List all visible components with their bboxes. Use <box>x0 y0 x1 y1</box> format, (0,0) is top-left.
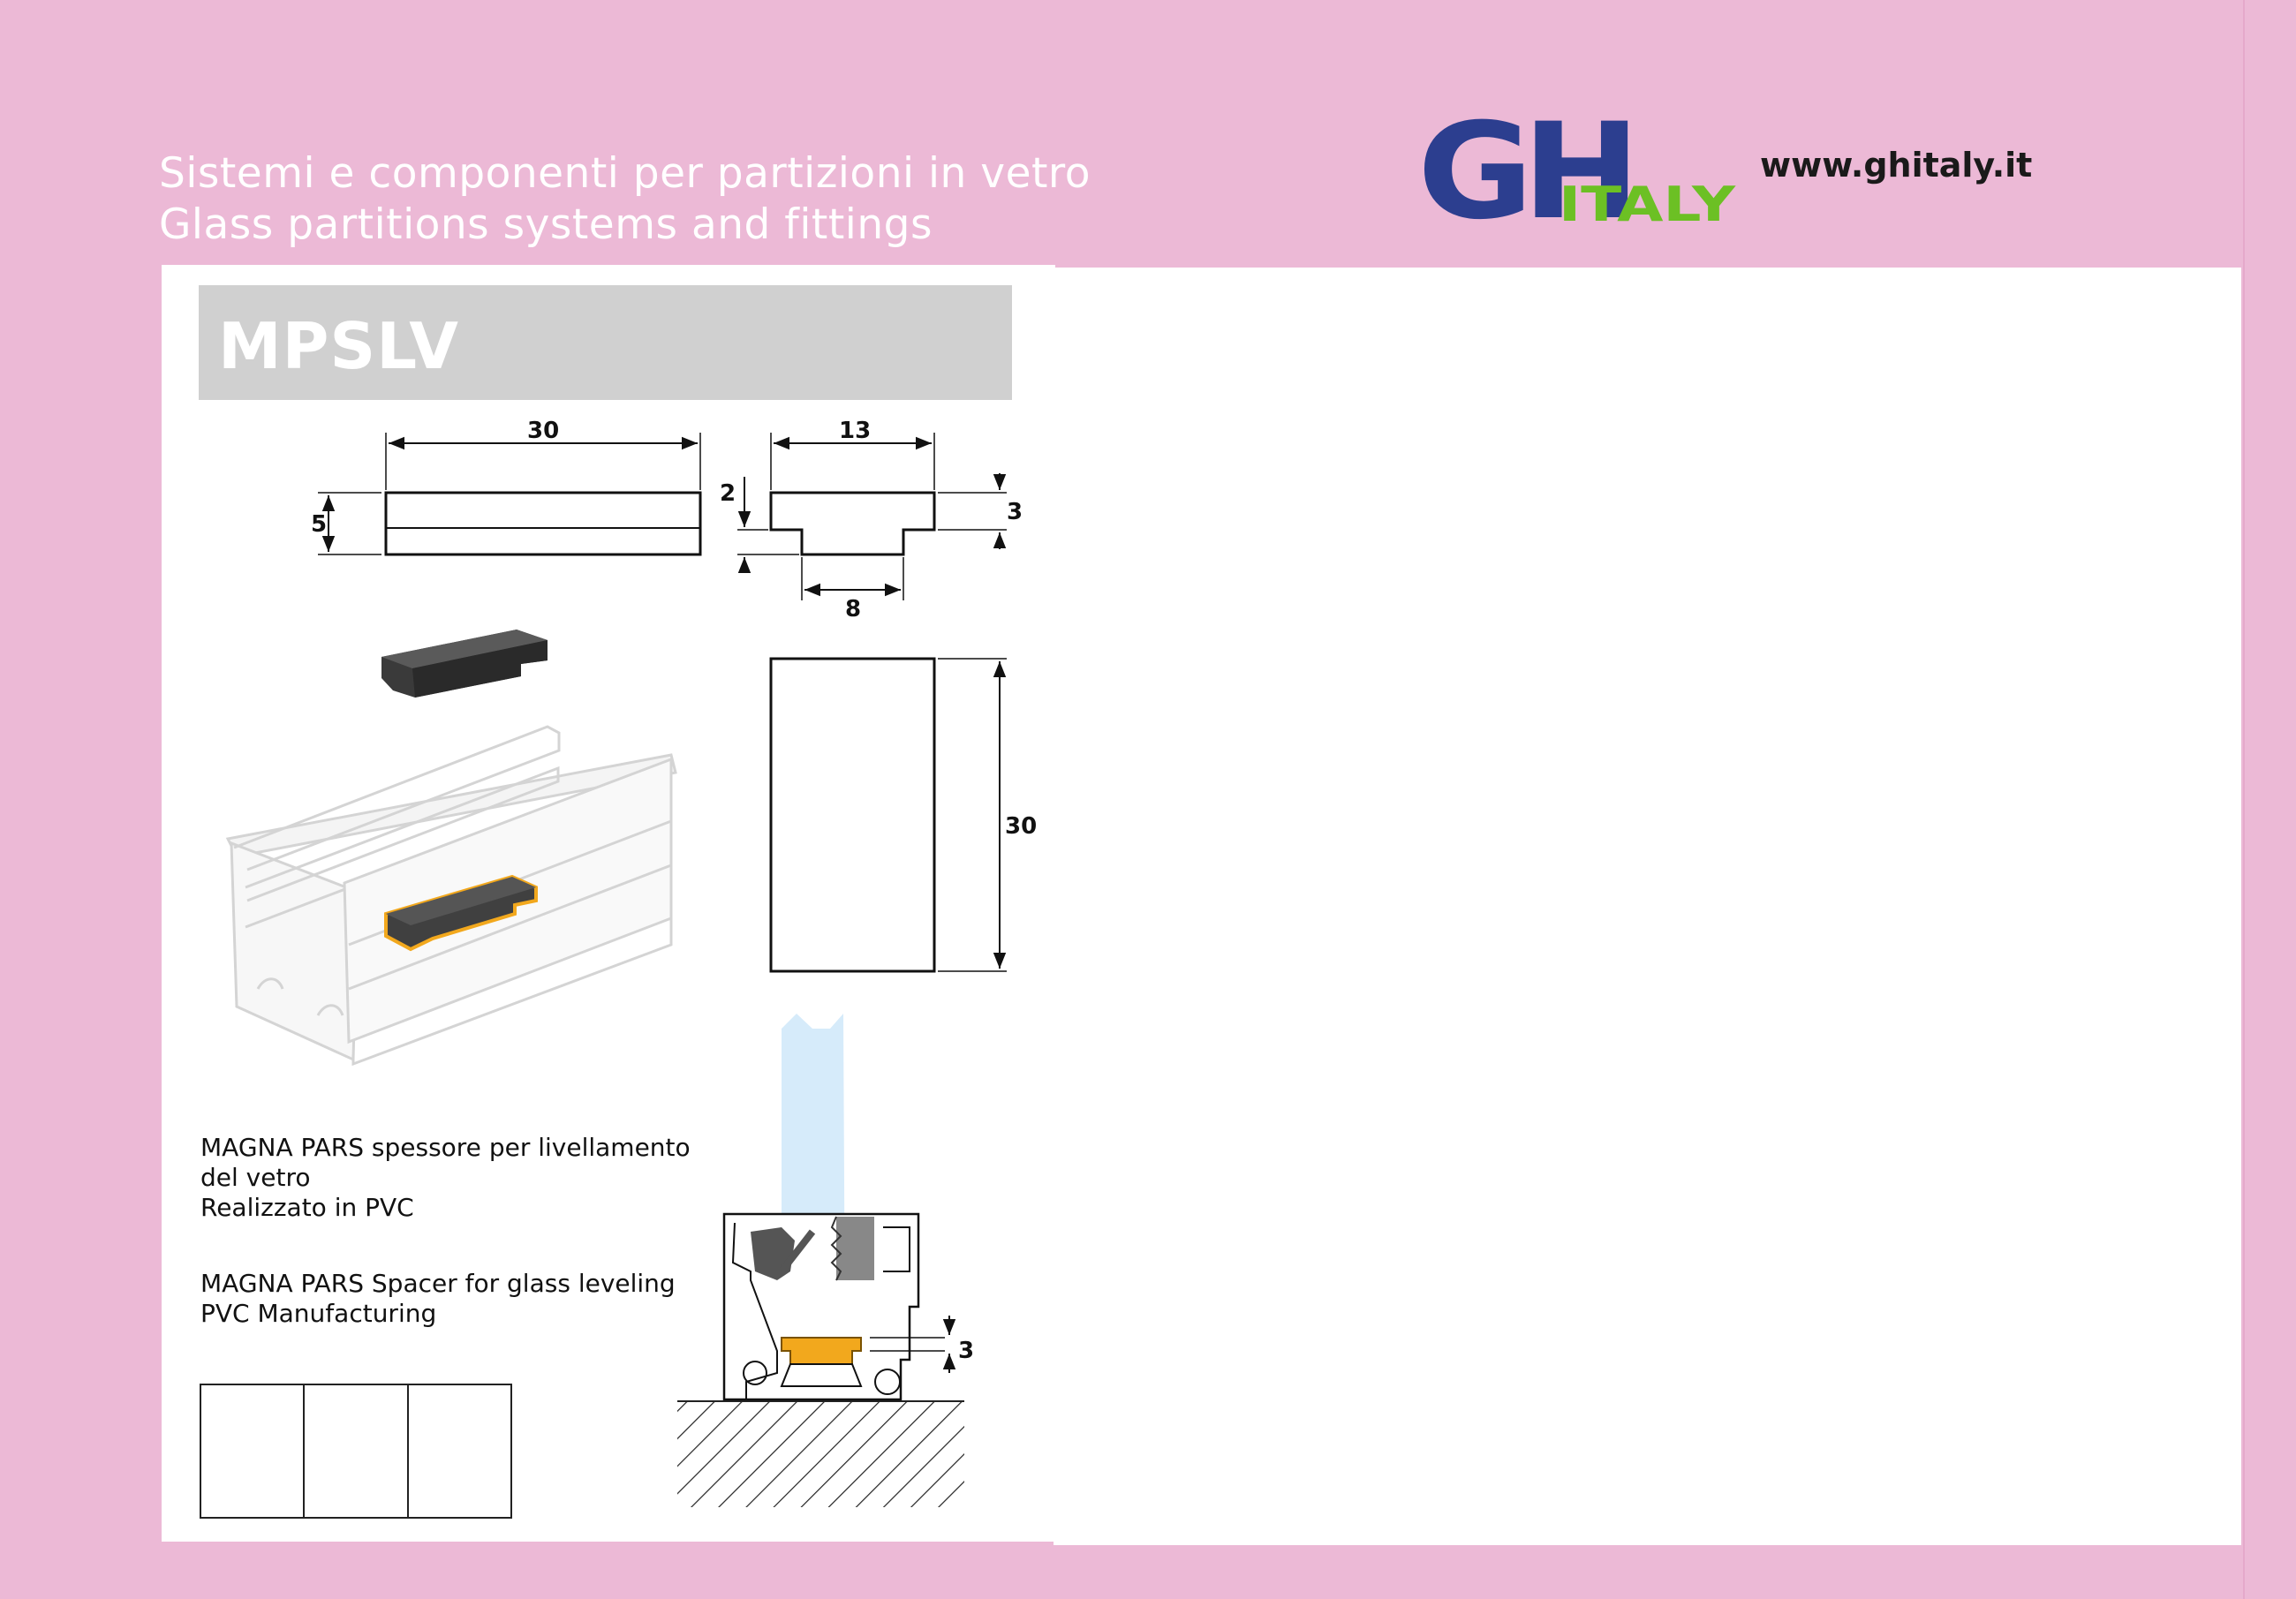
dim-height-5: 5 <box>311 511 327 538</box>
blank-panel <box>1054 268 2241 1545</box>
plan-view-drawing: 30 <box>769 657 1037 973</box>
tagline-italian: Sistemi e componenti per partizioni in v… <box>159 149 1091 198</box>
dim-width-13: 13 <box>839 418 871 444</box>
table-cell <box>409 1385 510 1517</box>
dim-height-3: 3 <box>1007 499 1023 525</box>
website-link[interactable]: www.ghitaly.it <box>1760 146 2033 185</box>
profile-view-drawing: 13 2 3 8 <box>720 418 1023 622</box>
spacer-3d-illustration <box>381 630 548 698</box>
description-line: del vetro <box>200 1163 311 1192</box>
product-code: MPSLV <box>218 309 459 383</box>
section-detail-drawing: 3 <box>677 1212 974 1507</box>
description-italian: MAGNA PARS spessore per livellamento del… <box>200 1133 691 1223</box>
page-edge-line <box>2243 0 2245 1599</box>
dim-base-8: 8 <box>845 596 861 622</box>
empty-spec-table <box>200 1384 512 1519</box>
description-line: Realizzato in PVC <box>200 1193 414 1222</box>
description-line: MAGNA PARS Spacer for glass leveling <box>200 1269 676 1298</box>
table-cell <box>201 1385 306 1517</box>
logo-gh-text: GH <box>1417 106 1629 230</box>
logo-italy-text: ITALY <box>1559 177 1736 230</box>
side-view-drawing: 30 5 <box>311 418 702 556</box>
dim-step-2: 2 <box>720 480 736 507</box>
description-line: MAGNA PARS spessore per livellamento <box>200 1133 691 1162</box>
spacer-in-profile <box>384 874 538 952</box>
description-line: PVC Manufacturing <box>200 1299 437 1328</box>
tagline-english: Glass partitions systems and fittings <box>159 200 933 249</box>
dim-length-30: 30 <box>527 418 559 444</box>
description-english: MAGNA PARS Spacer for glass leveling PVC… <box>200 1269 676 1329</box>
dim-plan-30: 30 <box>1005 813 1037 840</box>
header-tagline: Sistemi e componenti per partizioni in v… <box>159 148 1091 251</box>
title-bar <box>199 285 1012 400</box>
table-cell <box>305 1385 409 1517</box>
dim-section-3: 3 <box>958 1338 974 1364</box>
ghitaly-logo: GH ITALY <box>1417 106 1736 230</box>
